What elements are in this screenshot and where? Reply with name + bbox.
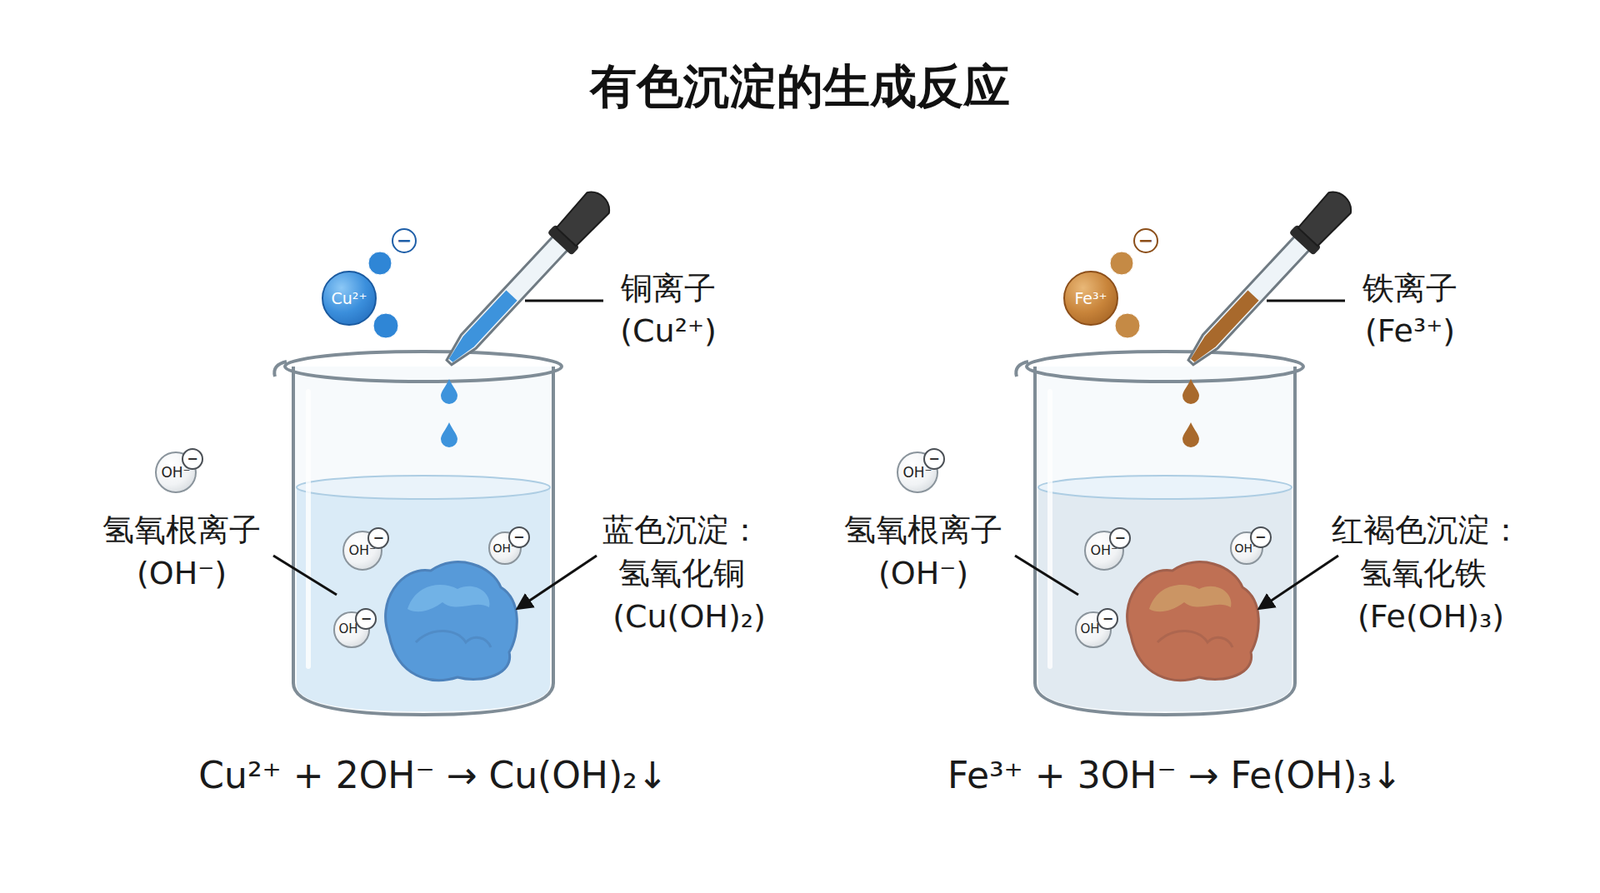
precipitate-color: 蓝色沉淀： bbox=[602, 512, 761, 550]
leader-arrow bbox=[1260, 555, 1339, 609]
ion-circle: OH⁻− bbox=[155, 451, 197, 494]
ion-formula: (Fe³⁺) bbox=[1365, 313, 1455, 350]
liquid-drop bbox=[440, 379, 458, 405]
dropper-bulb bbox=[555, 186, 615, 247]
title: 有色沉淀的生成反应 bbox=[590, 60, 1010, 114]
ion-name: 铁离子 bbox=[1362, 270, 1458, 308]
precipitate-formula: (Cu(OH)₂) bbox=[612, 599, 766, 636]
ion-formula: (OH⁻) bbox=[136, 555, 227, 593]
beaker-shine bbox=[1047, 391, 1053, 667]
liquid-drop bbox=[440, 422, 458, 448]
charge-badge: − bbox=[391, 228, 417, 254]
dropper-liquid bbox=[1186, 290, 1259, 366]
molecule-ball bbox=[373, 313, 399, 339]
leader-arrow bbox=[518, 555, 597, 609]
molecule-ball bbox=[368, 251, 392, 275]
leader-line bbox=[273, 555, 337, 595]
ion-circle: OH⁻− bbox=[342, 530, 383, 571]
ionic-equation: Fe³⁺ + 3OH⁻ → Fe(OH)₃↓ bbox=[947, 755, 1403, 798]
ion-label: − bbox=[1138, 231, 1154, 250]
reaction-side bbox=[1015, 185, 1358, 715]
reaction-side bbox=[273, 185, 616, 715]
ion-circle: OH⁻− bbox=[333, 611, 370, 648]
charge-badge: − bbox=[1133, 228, 1159, 254]
beaker-rim bbox=[1026, 351, 1304, 382]
beaker-body bbox=[1035, 366, 1295, 715]
ion-ball: Cu²⁺ bbox=[321, 270, 377, 326]
charge-sign: − bbox=[923, 448, 945, 470]
ion-name: 氢氧根离子 bbox=[844, 512, 1003, 550]
beaker-spout bbox=[274, 361, 287, 377]
beaker-rim bbox=[285, 351, 562, 382]
ion-label: Fe³⁺ bbox=[1074, 290, 1107, 307]
beaker-spout bbox=[1015, 361, 1029, 377]
charge-sign: − bbox=[1250, 526, 1272, 549]
ion-circle: OH⁻− bbox=[896, 451, 939, 494]
liquid-drop bbox=[1182, 379, 1200, 405]
liquid-drop bbox=[1182, 422, 1200, 448]
dropper-liquid bbox=[445, 290, 517, 366]
ion-name: 铜离子 bbox=[620, 270, 716, 308]
ion-name: 氢氧根离子 bbox=[102, 512, 261, 550]
charge-sign: − bbox=[355, 608, 377, 630]
ion-label: Cu²⁺ bbox=[331, 290, 368, 307]
ion-formula: (OH⁻) bbox=[878, 555, 969, 593]
dropper bbox=[436, 185, 615, 375]
molecule-ball bbox=[1115, 313, 1140, 339]
ion-label: − bbox=[396, 231, 412, 250]
leader-line bbox=[1266, 300, 1345, 303]
beaker-shine bbox=[305, 391, 311, 667]
ion-circle: OH⁻− bbox=[1075, 611, 1111, 648]
dropper-bulb bbox=[1296, 186, 1356, 247]
leader-line bbox=[1015, 555, 1079, 595]
charge-sign: − bbox=[1096, 608, 1119, 630]
beaker-body bbox=[293, 366, 554, 715]
charge-sign: − bbox=[508, 526, 530, 549]
charge-sign: − bbox=[1109, 527, 1131, 550]
ion-formula: (Cu²⁺) bbox=[620, 313, 717, 350]
precipitate-name: 氢氧化铜 bbox=[618, 555, 745, 593]
ion-ball: Fe³⁺ bbox=[1063, 270, 1119, 326]
ion-circle: OH⁻− bbox=[1084, 530, 1125, 571]
leader-line bbox=[525, 300, 604, 303]
ionic-equation: Cu²⁺ + 2OH⁻ → Cu(OH)₂↓ bbox=[198, 755, 668, 798]
precipitate-formula: (Fe(OH)₃) bbox=[1357, 599, 1505, 636]
precipitate-color: 红褐色沉淀： bbox=[1331, 512, 1522, 550]
charge-sign: − bbox=[367, 527, 390, 550]
charge-sign: − bbox=[181, 448, 204, 470]
precipitate-name: 氢氧化铁 bbox=[1360, 555, 1487, 593]
molecule-ball bbox=[1110, 251, 1134, 275]
dropper bbox=[1178, 185, 1357, 375]
